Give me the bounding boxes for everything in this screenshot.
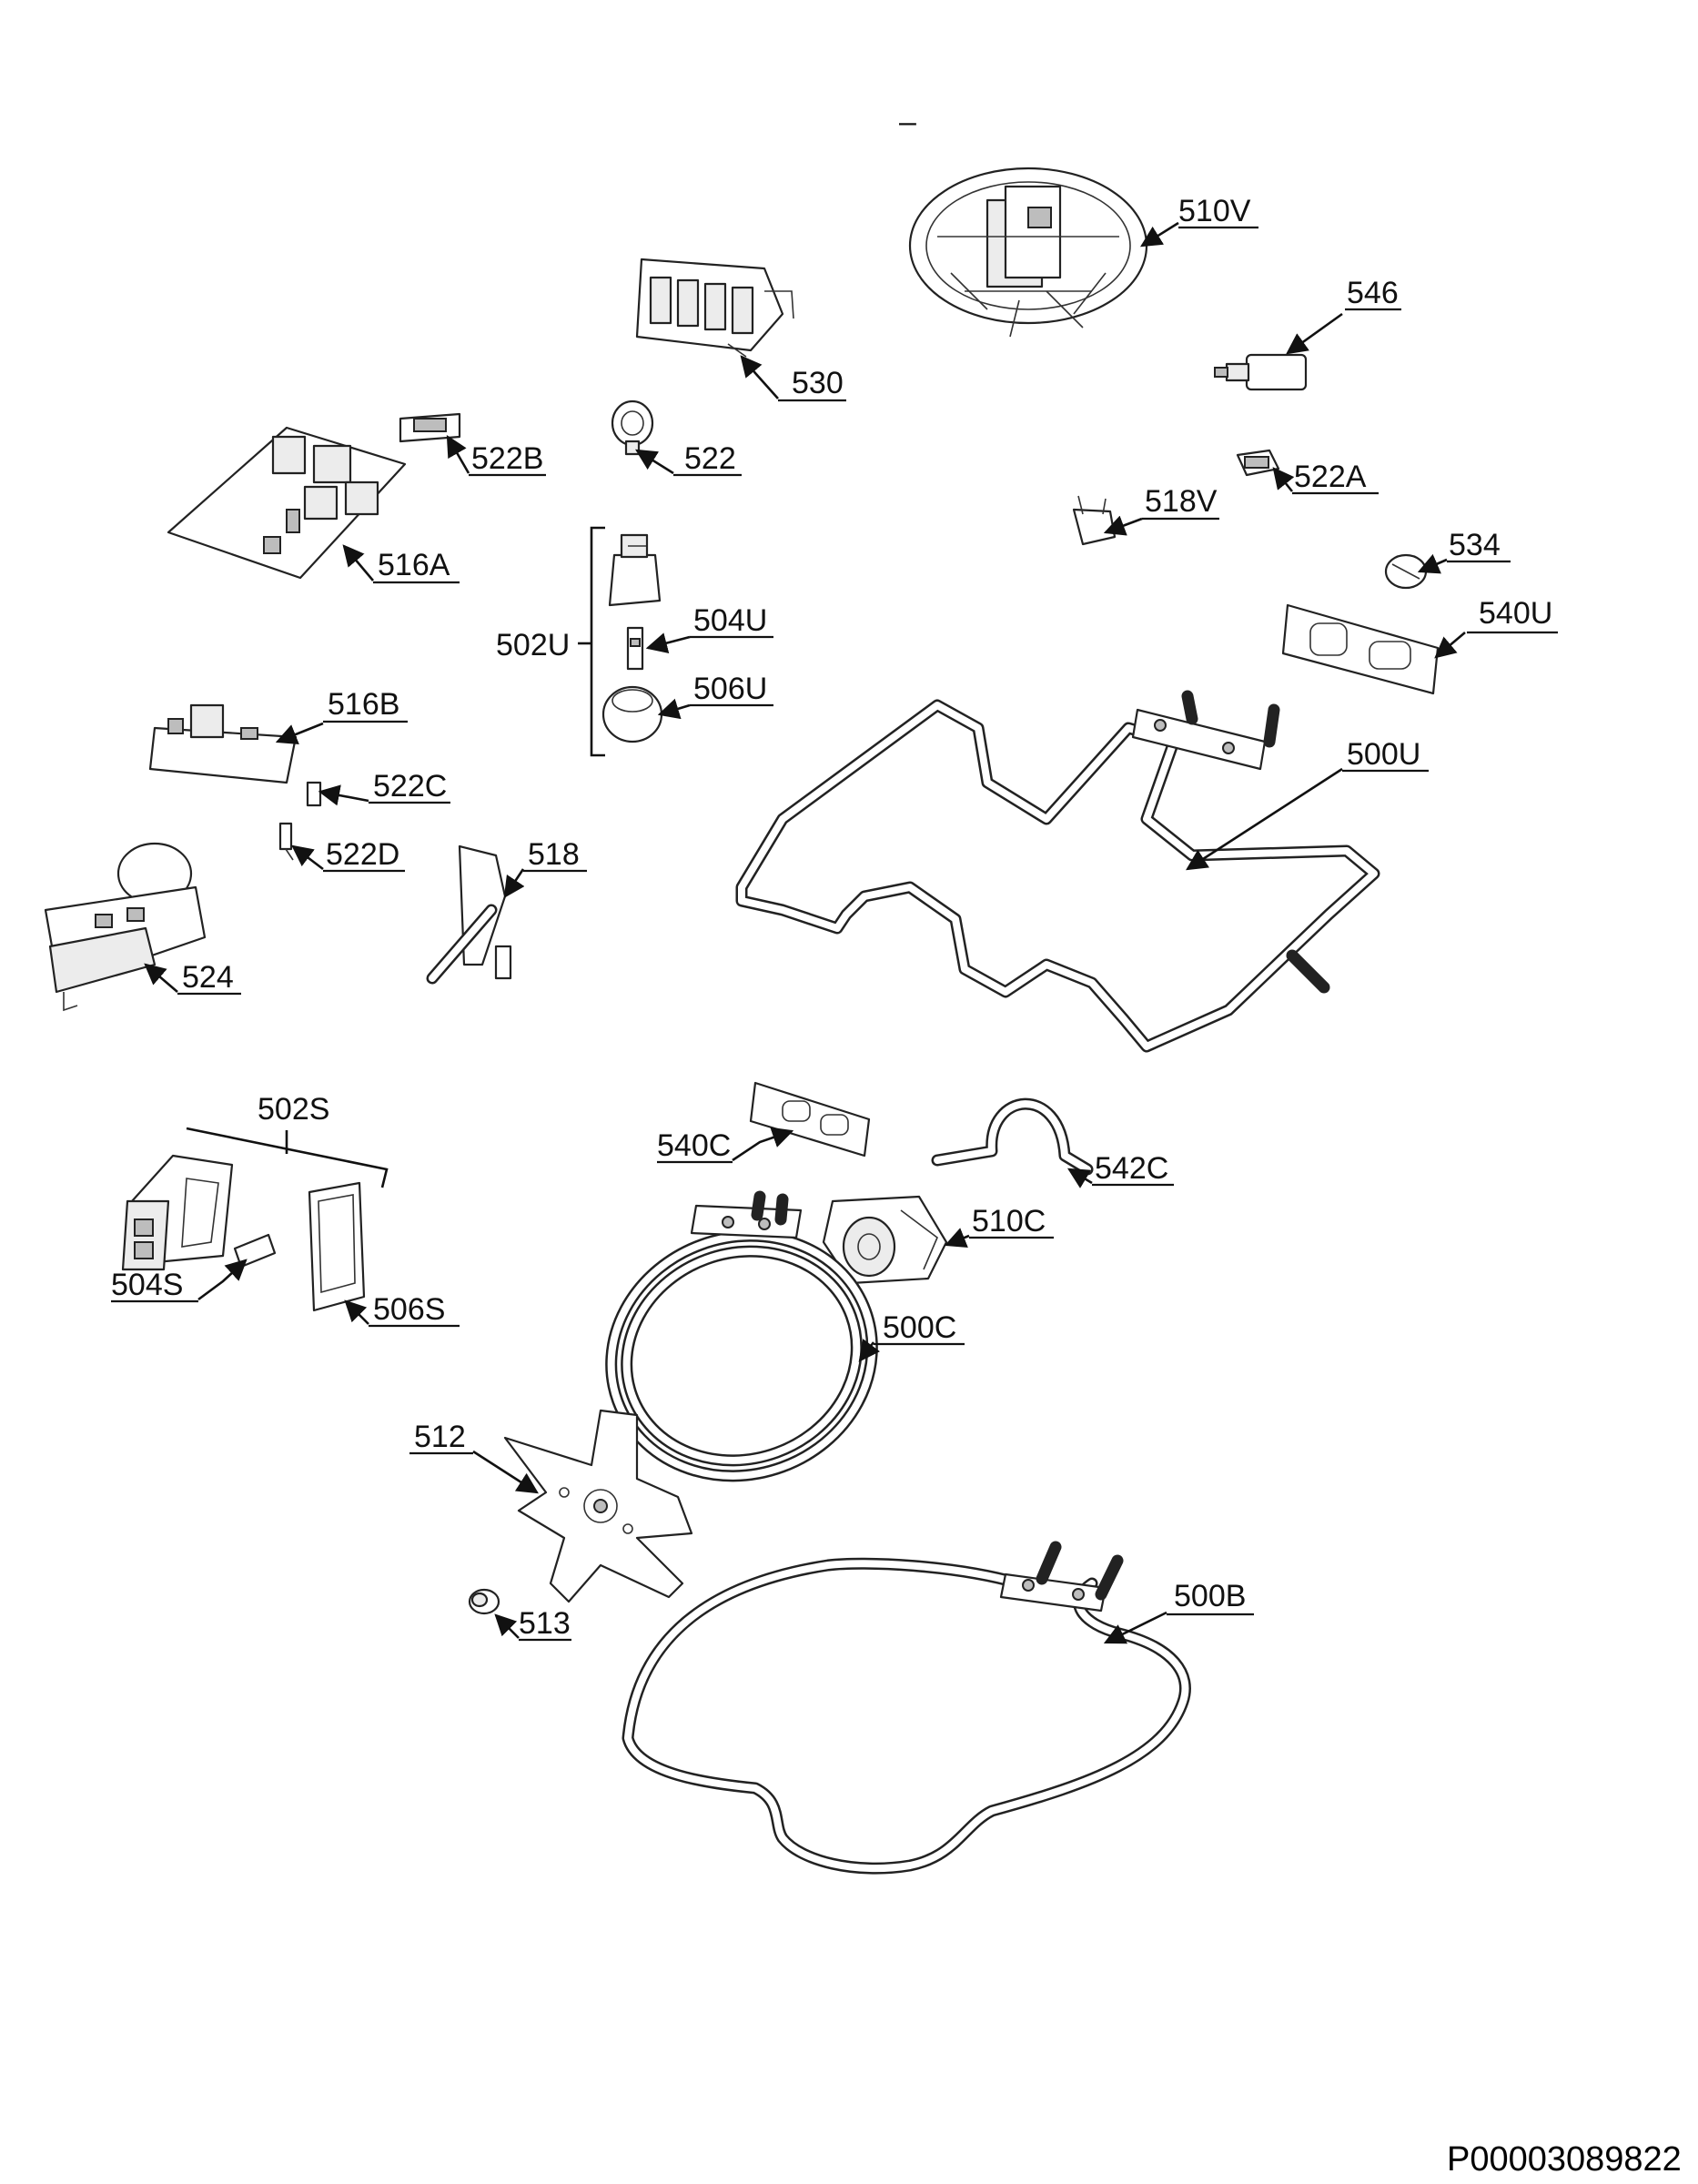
label-522: 522 bbox=[684, 441, 736, 476]
label-510C: 510C bbox=[972, 1204, 1046, 1239]
gasket-540C-illustration bbox=[749, 1081, 871, 1158]
cover-506S-illustration bbox=[308, 1181, 366, 1312]
label-518V: 518V bbox=[1145, 484, 1218, 519]
group-bracket-502U-illustration bbox=[578, 526, 605, 757]
label-540C: 540C bbox=[657, 1128, 731, 1163]
label-502S: 502S bbox=[258, 1092, 329, 1127]
lamp-534-illustration bbox=[1384, 553, 1428, 590]
terminal-block-530-illustration bbox=[635, 258, 794, 358]
label-510V: 510V bbox=[1178, 194, 1251, 228]
lamp-holder-522-illustration bbox=[611, 399, 654, 456]
label-542C: 542C bbox=[1095, 1151, 1168, 1186]
label-500B: 500B bbox=[1174, 1579, 1246, 1613]
clip-522B-illustration bbox=[399, 412, 461, 443]
label-522D: 522D bbox=[326, 837, 399, 872]
component-522D-illustration bbox=[278, 822, 294, 861]
spring-clip-542C-illustration bbox=[931, 1097, 1094, 1176]
indicator-cap-506U-illustration bbox=[601, 685, 663, 743]
housing-502S-illustration bbox=[121, 1154, 234, 1271]
thermostat-518V-illustration bbox=[1072, 495, 1117, 546]
label-513: 513 bbox=[519, 1606, 571, 1641]
label-506U: 506U bbox=[693, 672, 767, 706]
label-524: 524 bbox=[182, 960, 234, 995]
label-518: 518 bbox=[528, 837, 580, 872]
heating-element-500C-illustration bbox=[605, 1190, 878, 1482]
group-bracket-502S-illustration bbox=[186, 1127, 389, 1188]
clip-522A-illustration bbox=[1236, 449, 1280, 477]
heating-element-500U-illustration bbox=[735, 690, 1380, 1053]
indicator-504U-illustration bbox=[626, 626, 644, 671]
fan-motor-510C-illustration bbox=[822, 1195, 948, 1285]
label-500C: 500C bbox=[883, 1310, 956, 1345]
switch-546-illustration bbox=[1214, 353, 1308, 391]
label-516B: 516B bbox=[328, 687, 399, 722]
heating-element-500B-illustration bbox=[622, 1541, 1191, 1875]
label-522B: 522B bbox=[471, 441, 543, 476]
label-512: 512 bbox=[414, 1420, 466, 1454]
nut-513-illustration bbox=[468, 1588, 500, 1615]
label-546: 546 bbox=[1347, 276, 1399, 310]
leader-lines bbox=[144, 221, 1466, 1644]
fan-blade-512-illustration bbox=[503, 1409, 693, 1603]
label-522C: 522C bbox=[373, 769, 447, 804]
label-506S: 506S bbox=[373, 1292, 445, 1327]
knob-502U-illustration bbox=[608, 533, 662, 607]
label-504S: 504S bbox=[111, 1268, 183, 1302]
label-502U: 502U bbox=[496, 628, 570, 662]
header-mark: – bbox=[899, 105, 916, 139]
label-522A: 522A bbox=[1294, 460, 1367, 494]
label-500U: 500U bbox=[1347, 737, 1420, 772]
callout-labels: 510V 546 530 522B 522 522A 518V 534 540U… bbox=[111, 194, 1558, 1642]
gasket-540U-illustration bbox=[1281, 603, 1440, 695]
label-534: 534 bbox=[1449, 528, 1501, 562]
document-reference: P00003089822 bbox=[1447, 2140, 1682, 2179]
probe-518-illustration bbox=[426, 844, 512, 985]
door-lock-524-illustration bbox=[44, 842, 207, 1012]
label-516A: 516A bbox=[378, 548, 450, 582]
label-540U: 540U bbox=[1479, 596, 1552, 631]
component-522C-illustration bbox=[306, 781, 322, 807]
board-516B-illustration bbox=[148, 703, 298, 784]
indicator-504S-illustration bbox=[233, 1233, 277, 1269]
control-board-516A-illustration bbox=[167, 426, 407, 580]
fan-motor-510V-illustration bbox=[908, 167, 1148, 338]
label-530: 530 bbox=[792, 366, 844, 400]
label-504U: 504U bbox=[693, 603, 767, 638]
